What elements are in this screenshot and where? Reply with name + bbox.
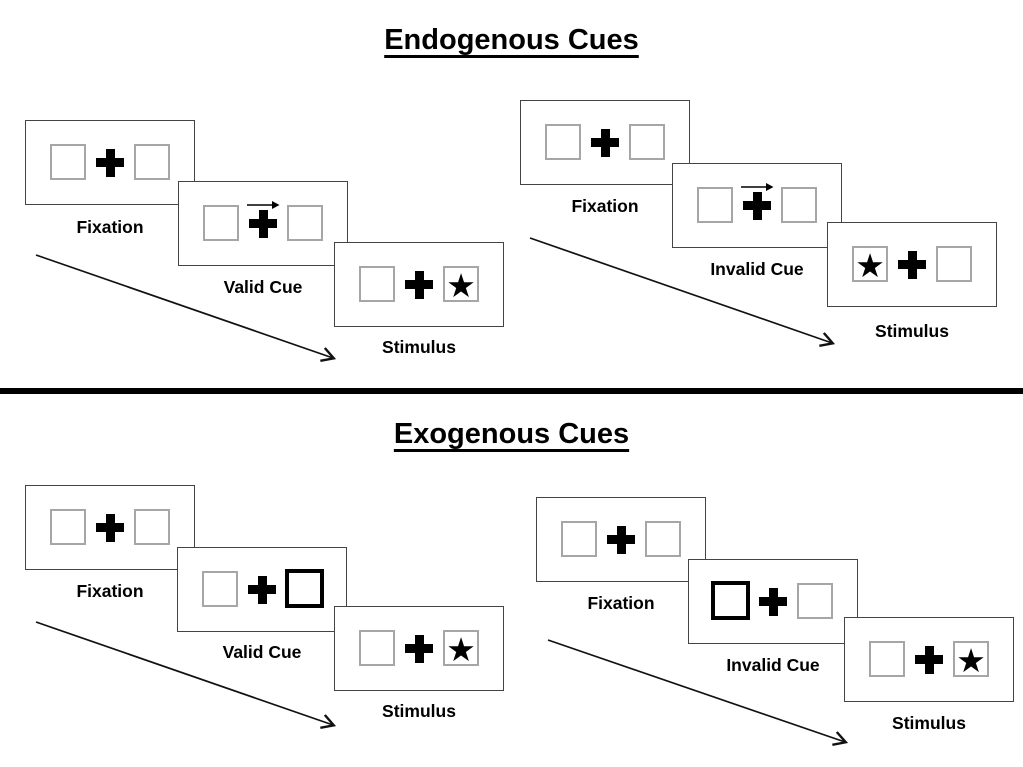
- time-arrow: [529, 237, 840, 351]
- right-box: ★: [629, 124, 665, 160]
- left-box: ★: [852, 246, 888, 282]
- fixation-cross-icon: [915, 645, 943, 674]
- fixation-panel: ★ ★: [25, 120, 195, 205]
- fixation-panel: ★ ★: [520, 100, 690, 185]
- right-box: ★: [134, 509, 170, 545]
- panel-label: Fixation: [76, 217, 144, 237]
- panel-label: Fixation: [76, 581, 144, 601]
- fixation-cross-icon: [248, 575, 276, 604]
- endogenous-section-title: Endogenous Cues: [384, 24, 639, 56]
- panel-label: Invalid Cue: [726, 655, 820, 675]
- fixation-cross-icon: [249, 209, 277, 238]
- cue-arrow-icon: [741, 183, 774, 191]
- star-stimulus-icon: ★: [446, 630, 476, 668]
- fixation-cross-icon: [743, 191, 771, 220]
- panel-label: Stimulus: [892, 713, 966, 733]
- fixation-panel: ★ ★: [536, 497, 706, 582]
- time-arrow: [35, 621, 342, 733]
- star-stimulus-icon: ★: [446, 266, 476, 304]
- panel-label: Valid Cue: [222, 642, 302, 662]
- fixation-panel: ★ ★: [25, 485, 195, 570]
- fixation-cross-icon: [759, 587, 787, 616]
- stimulus-panel: ★ ★: [844, 617, 1014, 702]
- star-stimulus-icon: ★: [855, 246, 885, 284]
- section-divider: [0, 388, 1023, 394]
- left-box: ★: [359, 266, 395, 302]
- right-box: ★: [936, 246, 972, 282]
- panel-label: Valid Cue: [223, 277, 303, 297]
- right-box: ★: [443, 630, 479, 666]
- star-stimulus-icon: ★: [956, 641, 986, 679]
- valid-cue-panel: ★ ★: [178, 181, 348, 266]
- left-box: ★: [202, 571, 238, 607]
- panel-label: Stimulus: [382, 337, 456, 357]
- left-box: ★: [869, 641, 905, 677]
- valid-cue-panel: ★ ★: [177, 547, 347, 632]
- stimulus-panel: ★ ★: [334, 242, 504, 327]
- right-box: ★: [797, 583, 833, 619]
- panel-label: Invalid Cue: [710, 259, 804, 279]
- panel-label: Fixation: [571, 196, 639, 216]
- right-box: ★: [287, 205, 323, 241]
- right-box: ★: [134, 144, 170, 180]
- fixation-cross-icon: [96, 513, 124, 542]
- stimulus-panel: ★ ★: [827, 222, 997, 307]
- panel-label: Stimulus: [875, 321, 949, 341]
- panel-label: Fixation: [587, 593, 655, 613]
- right-box: ★: [645, 521, 681, 557]
- time-arrow: [35, 254, 342, 366]
- left-box: ★: [697, 187, 733, 223]
- fixation-cross-icon: [607, 525, 635, 554]
- left-box: ★: [561, 521, 597, 557]
- panel-label: Stimulus: [382, 701, 456, 721]
- left-box: ★: [50, 509, 86, 545]
- left-box: ★: [50, 144, 86, 180]
- time-arrow: [547, 639, 854, 750]
- right-box: ★: [781, 187, 817, 223]
- fixation-cross-icon: [898, 250, 926, 279]
- left-box: ★: [359, 630, 395, 666]
- exogenous-section-title: Exogenous Cues: [393, 418, 630, 450]
- left-box: ★: [711, 581, 750, 620]
- cue-arrow-icon: [247, 201, 280, 209]
- stimulus-panel: ★ ★: [334, 606, 504, 691]
- right-box: ★: [443, 266, 479, 302]
- fixation-cross-icon: [405, 634, 433, 663]
- invalid-cue-panel: ★ ★: [688, 559, 858, 644]
- fixation-cross-icon: [405, 270, 433, 299]
- left-box: ★: [545, 124, 581, 160]
- left-box: ★: [203, 205, 239, 241]
- invalid-cue-panel: ★ ★: [672, 163, 842, 248]
- right-box: ★: [285, 569, 324, 608]
- fixation-cross-icon: [96, 148, 124, 177]
- fixation-cross-icon: [591, 128, 619, 157]
- right-box: ★: [953, 641, 989, 677]
